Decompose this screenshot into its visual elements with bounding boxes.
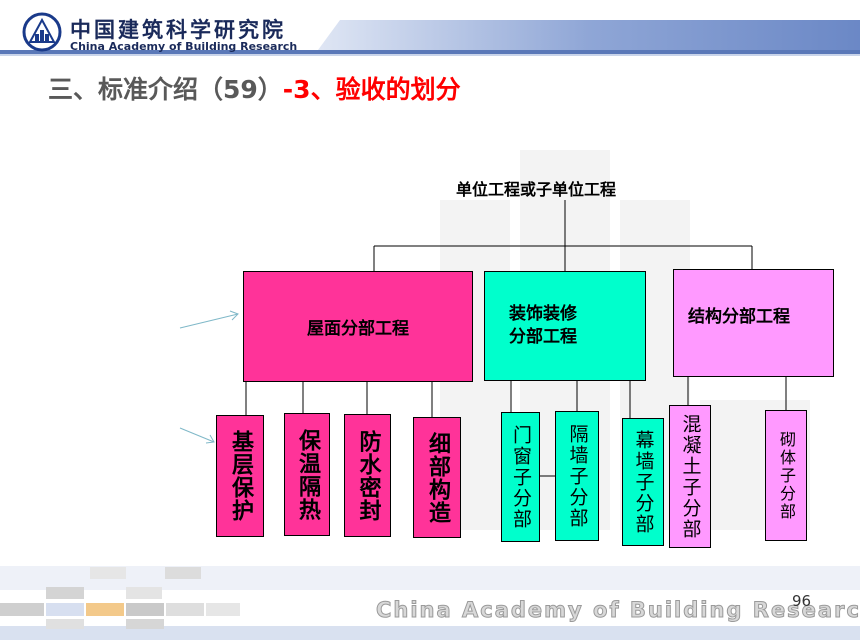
subdivision-box: 保温隔热 (284, 413, 330, 536)
root-node-label: 单位工程或子单位工程 (456, 180, 617, 199)
division-label: 装饰装修 分部工程 (509, 304, 577, 347)
division-box-decoration: 装饰装修 分部工程 (484, 271, 646, 381)
subdivision-label: 防水密封 (355, 429, 381, 522)
subdivision-box: 门窗子分部 (501, 412, 540, 542)
page-number: 96 (792, 592, 812, 610)
footer-tiles (0, 566, 860, 640)
subdivision-label: 门窗子分部 (510, 424, 532, 530)
subdivision-label: 细部构造 (425, 431, 450, 524)
division-label: 屋面分部工程 (307, 319, 409, 339)
footer-org-name: China Academy of Building Research (376, 598, 860, 623)
title-main: 三、标准介绍（59） (48, 75, 283, 104)
subdivision-box: 细部构造 (413, 417, 461, 538)
subdivision-box: 砌体子分部 (765, 410, 807, 541)
subdivision-label: 基层保护 (228, 430, 253, 522)
subdivision-box: 防水密封 (344, 414, 391, 537)
subdivision-label: 混凝土子分部 (679, 413, 702, 540)
org-name-cn: 中国建筑科学研究院 (70, 17, 286, 42)
slide-title: 三、标准介绍（59）-3、验收的划分 (48, 70, 461, 106)
subdivision-box: 幕墙子分部 (622, 418, 664, 546)
cabr-logo-icon (22, 12, 62, 52)
header-band (0, 20, 860, 56)
subdivision-label: 隔墙子分部 (566, 423, 589, 529)
org-name-en: China Academy of Building Research (70, 40, 298, 53)
subdivision-box: 混凝土子分部 (669, 405, 711, 548)
division-box-structure: 结构分部工程 (673, 269, 834, 377)
arrow-icon (179, 310, 239, 444)
subdivision-label: 保温隔热 (295, 428, 320, 521)
subdivision-label: 砌体子分部 (777, 430, 796, 521)
subdivision-box: 隔墙子分部 (555, 411, 599, 541)
subdivision-box: 基层保护 (216, 415, 264, 537)
division-box-roofing: 屋面分部工程 (243, 271, 473, 382)
subdivision-label: 幕墙子分部 (632, 429, 655, 535)
division-label: 结构分部工程 (688, 306, 790, 327)
title-sub: -3、验收的划分 (282, 75, 461, 104)
